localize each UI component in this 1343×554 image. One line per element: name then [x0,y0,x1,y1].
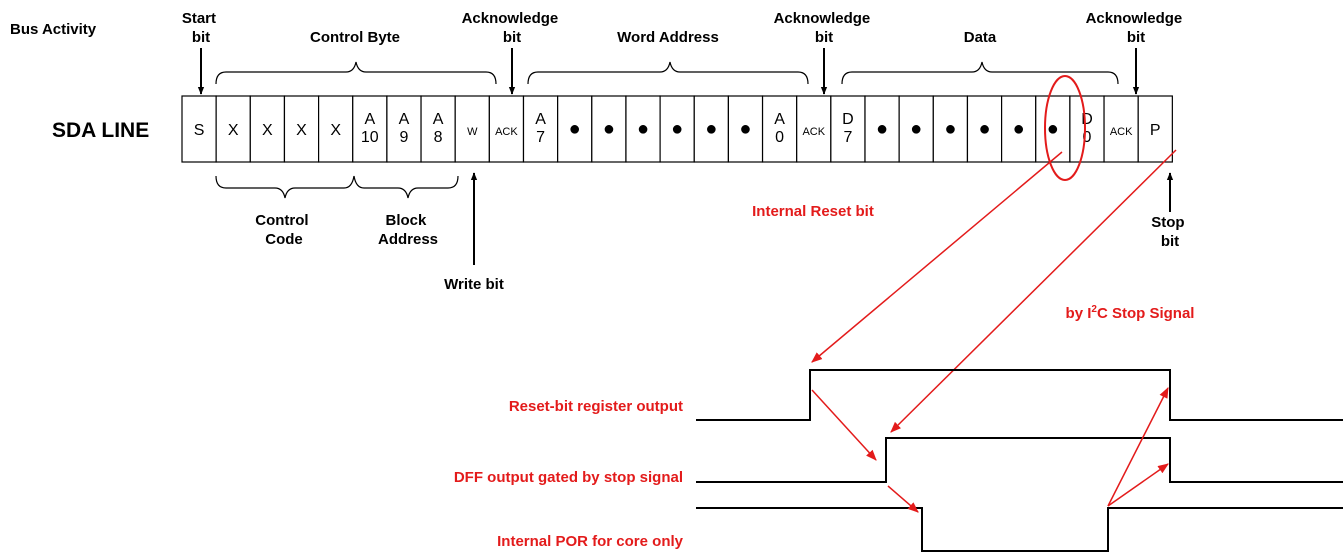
sda-cell-label: S [194,122,205,139]
bus-activity-label: Bus Activity [10,21,97,38]
sda-cell-dot: ● [569,118,581,140]
sda-cell-label: ACK [802,126,825,138]
write-bit-label: Write bit [444,276,504,293]
sda-cell [352,95,388,163]
sda-cell-subscript: 9 [400,129,409,146]
block-address-brace [353,175,459,199]
sda-cell-dot: ● [1047,118,1059,140]
sda-cell-label: D [1081,111,1093,128]
block-address-label: Block Address [378,212,438,248]
sda-cell [1000,95,1037,163]
word-address-label: Word Address [617,29,719,46]
stop-signal-label: by I2C Stop Signal [1066,304,1195,322]
sda-cell [488,95,525,163]
sda-cell-subscript: 7 [843,129,852,146]
register-rise-to-dff-arrow [811,389,877,461]
sda-cell-label: P [1150,122,1161,139]
internal-por-waveform [696,507,1343,552]
sda-cell [1035,95,1071,163]
sda-cell-label: W [467,126,478,138]
sda-cell-subscript: 10 [361,129,379,146]
ack2-label: Acknowledge bit [774,10,875,46]
sda-cell-label: A [364,111,375,128]
data-brace [841,61,1119,85]
sda-cell-subscript: 8 [434,129,443,146]
word-address-brace [527,61,809,85]
stop-signal-to-dff-arrow [890,149,1177,433]
dff-output-waveform [696,437,1343,483]
por-rise-to-register-fall-arrow [1107,387,1169,507]
sda-cell-subscript: 0 [775,129,784,146]
stop-bit-label: Stop bit [1151,214,1189,250]
control-byte-brace [215,61,497,85]
sda-cell [557,95,593,163]
sda-cell [181,95,217,163]
sda-cell [898,95,934,163]
sda-cell-label: A [399,111,410,128]
sda-cell-dot: ● [910,118,922,140]
sda-cell-label: A [433,111,444,128]
sda-cell-label: X [330,122,341,139]
sda-cell-subscript: 7 [536,129,545,146]
control-byte-label: Control Byte [310,29,400,46]
sda-cell-dot: ● [671,118,683,140]
reset-bit-to-register-arrow [811,151,1063,363]
signal-label-dff-output: DFF output gated by stop signal [454,469,683,486]
sda-cell [830,95,866,163]
sda-cell-dot: ● [637,118,649,140]
data-label: Data [964,29,997,46]
sda-cell-label: ACK [1110,126,1133,138]
sda-cell-dot: ● [876,118,888,140]
ack1-label: Acknowledge bit [462,10,563,46]
sda-cell-dot: ● [739,118,751,140]
sda-cell-dot: ● [944,118,956,140]
sda-cell-dot: ● [1013,118,1025,140]
sda-cell [1103,95,1139,163]
sda-cell [249,95,286,163]
sda-cell [522,95,559,163]
sda-cell-dot: ● [705,118,717,140]
sda-cell-label: X [228,122,239,139]
sda-cell [796,95,832,163]
internal-reset-bit-highlight [1044,75,1086,181]
start-bit-label: Start bit [182,10,220,46]
signal-label-internal-por: Internal POR for core only [497,533,684,550]
sda-cell-label: D [842,111,854,128]
sda-cell [1069,95,1105,163]
sda-cell [454,95,490,163]
sda-cell-label: X [262,122,273,139]
control-code-label: Control Code [255,212,313,248]
sda-cell [966,95,1003,163]
sda-cell-dot: ● [978,118,990,140]
sda-cell-subscript: 0 [1083,129,1092,146]
sda-cell [625,95,661,163]
sda-cell-label: ACK [495,126,518,138]
sda-cell-label: X [296,122,307,139]
signal-label-reset-bit-register: Reset-bit register output [509,398,683,415]
sda-cell [864,95,900,163]
por-rise-to-dff-fall-arrow [1107,463,1169,507]
sda-cell [1137,95,1173,163]
sda-cell-dot: ● [603,118,615,140]
sda-line-label: SDA LINE [52,119,149,142]
sda-cell-label: A [535,111,546,128]
ack3-label: Acknowledge bit [1086,10,1187,46]
sda-cell [761,95,798,163]
internal-reset-bit-label: Internal Reset bit [752,203,874,220]
dff-rise-to-por-arrow [887,485,919,513]
sda-cell [215,95,251,163]
sda-cell [591,95,627,163]
reset-bit-register-waveform [696,369,1343,421]
sda-cell [283,95,320,163]
control-code-brace [215,175,355,199]
sda-cell-label: A [774,111,785,128]
